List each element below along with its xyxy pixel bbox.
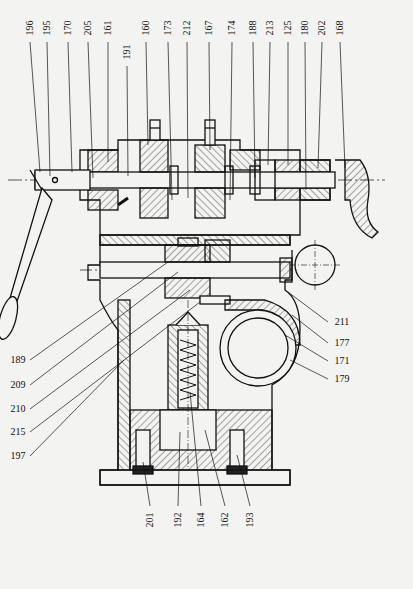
callout-number: 167 — [204, 20, 214, 37]
leader-line — [30, 262, 168, 360]
leader-line — [30, 360, 124, 456]
leader-line — [237, 455, 250, 506]
callout-number: 192 — [173, 512, 183, 529]
leader-line — [47, 42, 50, 176]
callout-number: 180 — [300, 20, 310, 37]
leader-line — [30, 272, 178, 385]
leader-line — [209, 42, 210, 150]
callout-number: 125 — [283, 20, 293, 37]
callout-number: 164 — [196, 512, 206, 529]
callout-number: 213 — [265, 20, 275, 37]
callout-number: 209 — [10, 380, 27, 390]
callout-number: 202 — [317, 20, 327, 37]
leader-line — [230, 42, 232, 200]
callout-number: 160 — [141, 20, 151, 37]
leader-line — [318, 42, 322, 168]
leader-line — [285, 335, 328, 361]
leader-line — [127, 66, 128, 176]
callout-number: 210 — [10, 404, 27, 414]
leader-line — [30, 302, 200, 432]
leader-line — [178, 432, 180, 506]
callout-number: 188 — [248, 20, 258, 37]
callout-number: 196 — [25, 20, 35, 37]
callout-number: 191 — [122, 44, 132, 61]
callout-number: 193 — [245, 512, 255, 529]
callout-number: 161 — [103, 20, 113, 37]
leader-line — [305, 42, 306, 190]
leader-line — [253, 42, 255, 178]
leader-line — [68, 42, 72, 172]
callout-number: 195 — [42, 20, 52, 37]
leader-line — [268, 42, 270, 165]
leader-line — [30, 42, 40, 172]
callout-number: 201 — [145, 512, 155, 529]
leader-line — [290, 360, 328, 379]
callout-number: 189 — [10, 355, 27, 365]
callout-number: 212 — [182, 20, 192, 37]
callout-number: 171 — [334, 356, 351, 366]
callout-number: 177 — [334, 338, 351, 348]
callout-number: 215 — [10, 427, 27, 437]
leader-line — [340, 42, 345, 168]
callout-number: 211 — [334, 317, 351, 327]
leader-line — [88, 42, 93, 178]
callout-number: 197 — [10, 451, 27, 461]
callout-number: 162 — [220, 512, 230, 529]
callout-number: 173 — [163, 20, 173, 37]
leader-line — [288, 292, 328, 322]
leader-line — [108, 42, 109, 162]
callout-number: 179 — [334, 374, 351, 384]
leader-line — [288, 42, 289, 165]
leader-line — [292, 315, 328, 343]
callout-number: 174 — [227, 20, 237, 37]
leader-line — [168, 42, 172, 200]
callout-number: 168 — [335, 20, 345, 37]
leader-line — [187, 42, 188, 198]
leader-line — [143, 462, 150, 506]
leader-line — [30, 290, 190, 409]
callout-number: 170 — [63, 20, 73, 37]
callout-number: 205 — [83, 20, 93, 37]
leader-line — [205, 430, 225, 506]
leader-line — [146, 42, 148, 145]
leader-line — [190, 392, 201, 506]
